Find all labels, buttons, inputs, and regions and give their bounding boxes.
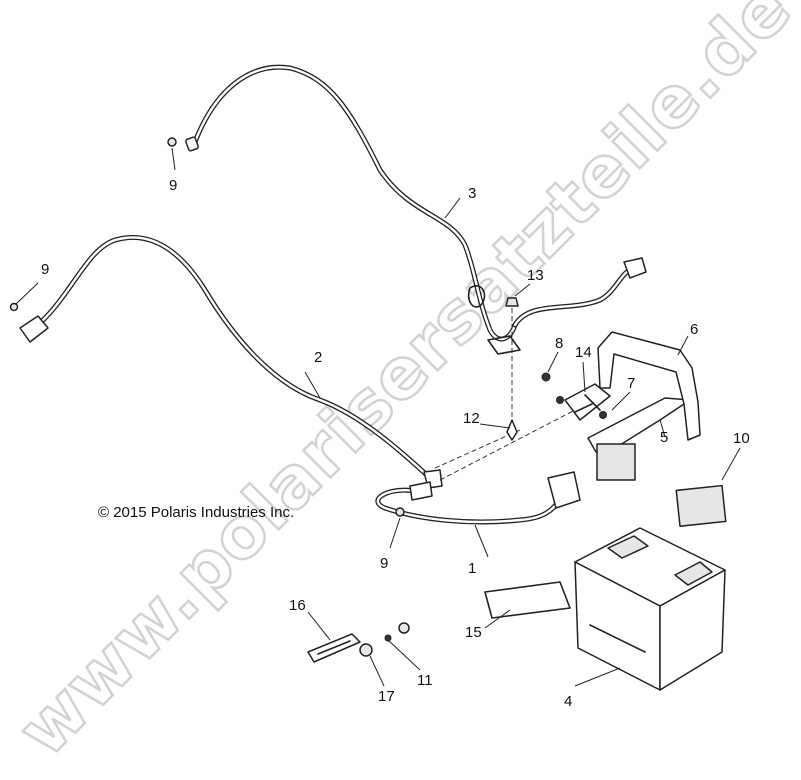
- callout-13: 13: [527, 267, 544, 284]
- callout-3: 3: [468, 185, 476, 202]
- assembly-lines: [434, 300, 576, 481]
- fuse-holder-16: [307, 622, 410, 663]
- cable-3: [185, 64, 647, 355]
- battery-4: [574, 527, 726, 691]
- callout-14: 14: [575, 344, 592, 361]
- callouts: 1 2 3 4 5 6 7 8 9 9 9 10 11 12 13 14 15 …: [41, 177, 750, 710]
- callout-6: 6: [690, 321, 698, 338]
- label-15: [484, 581, 571, 619]
- callout-10: 10: [733, 430, 750, 447]
- cable-2: [19, 234, 443, 489]
- callout-16: 16: [289, 597, 306, 614]
- callout-11: 11: [417, 672, 433, 689]
- callout-15: 15: [465, 624, 482, 641]
- callout-17: 17: [378, 688, 395, 705]
- callout-9b: 9: [41, 261, 49, 278]
- callout-9a: 9: [169, 177, 177, 194]
- callout-4: 4: [564, 693, 572, 710]
- callout-1: 1: [468, 560, 476, 577]
- cable-1: [375, 471, 581, 525]
- copyright-text: © 2015 Polaris Industries Inc.: [98, 504, 294, 521]
- leader-lines: [15, 147, 741, 687]
- callout-12: 12: [463, 410, 480, 427]
- hardware: [9, 137, 607, 517]
- label-pad-7: [596, 443, 636, 481]
- callout-2: 2: [314, 349, 322, 366]
- hold-down-6: [597, 331, 701, 441]
- callout-8: 8: [555, 335, 563, 352]
- callout-7: 7: [627, 375, 635, 392]
- callout-5: 5: [660, 429, 668, 446]
- label-10: [675, 484, 727, 527]
- callout-9c: 9: [380, 555, 388, 572]
